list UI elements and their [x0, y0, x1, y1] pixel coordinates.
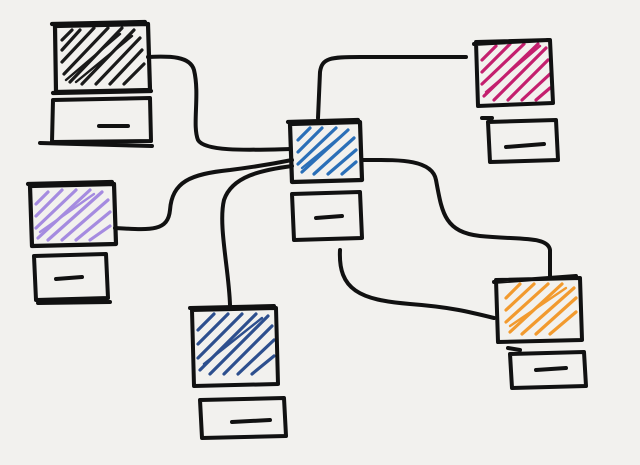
cable-hub-to-navy	[220, 164, 294, 307]
monitor-navy	[188, 304, 280, 388]
monitor-blue-hub	[285, 117, 365, 185]
cable-hub-to-orange-top	[360, 157, 552, 278]
screen-hatch-orange	[504, 282, 578, 336]
monitor-black	[49, 19, 154, 96]
cable-hub-to-magenta	[316, 55, 468, 120]
connection-lines	[113, 54, 552, 320]
base-magenta	[480, 116, 560, 164]
cable-hub-to-purple	[113, 158, 294, 232]
cable-hub-to-black	[146, 54, 292, 152]
computer-black	[38, 19, 154, 148]
monitor-purple	[25, 179, 119, 249]
computer-purple	[25, 179, 119, 305]
computer-navy	[188, 304, 288, 440]
base-black	[38, 96, 154, 148]
base-purple	[32, 252, 112, 305]
base-blue-hub	[290, 190, 364, 242]
base-navy	[198, 396, 288, 440]
screen-hatch-magenta	[480, 42, 552, 102]
base-orange	[506, 346, 588, 390]
cable-hub-to-orange-bottom	[337, 248, 496, 320]
computer-magenta	[472, 38, 560, 164]
monitor-magenta	[472, 38, 555, 108]
monitor-orange	[492, 274, 584, 344]
screen-hatch-purple	[34, 188, 112, 242]
computer-orange	[492, 274, 588, 390]
screen-hatch-black	[60, 26, 146, 86]
computer-blue-hub	[285, 117, 365, 242]
screen-hatch-blue	[296, 126, 358, 176]
screen-hatch-navy	[196, 312, 276, 376]
